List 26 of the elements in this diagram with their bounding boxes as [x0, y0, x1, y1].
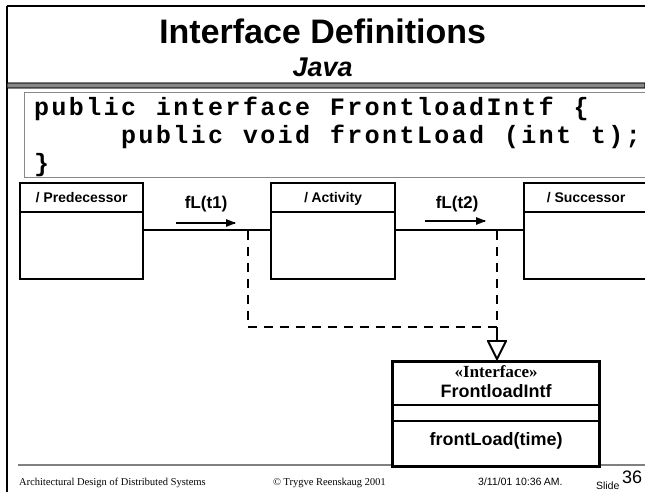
class-name: FrontloadIntf [440, 381, 552, 401]
slide-title: Interface Definitions [159, 13, 486, 51]
role-box [19, 182, 144, 280]
connector-line [395, 229, 524, 231]
stereotype-label: «Interface» [454, 362, 538, 381]
connector-line [143, 229, 271, 231]
code-box [24, 92, 645, 178]
role-name: / Activity [304, 189, 362, 205]
code-line: public void frontLoad (int t); [120, 123, 644, 151]
role-name: / Successor [546, 189, 626, 205]
slide-number: 36 [622, 467, 642, 487]
date-text: 3/11/01 10:36 AM. [478, 476, 562, 488]
role-box [270, 182, 396, 280]
code-line: public interface FrontloadIntf { [34, 95, 592, 123]
realization-arrow [487, 231, 507, 360]
code-line: } [34, 151, 52, 179]
interface-class-box [391, 360, 601, 468]
role-box [523, 182, 645, 280]
role-name: / Predecessor [36, 189, 128, 205]
slide-label: Slide [596, 480, 620, 492]
slide-subtitle: Java [292, 52, 353, 82]
message-label: fL(t2) [436, 193, 478, 212]
message-label: fL(t1) [184, 193, 228, 212]
footer-text: Architectural Design of Distributed Systems [19, 477, 206, 488]
copyright-text: © Trygve Reenskaug 2001 [273, 477, 386, 488]
operation-label: frontLoad(time) [430, 429, 562, 449]
